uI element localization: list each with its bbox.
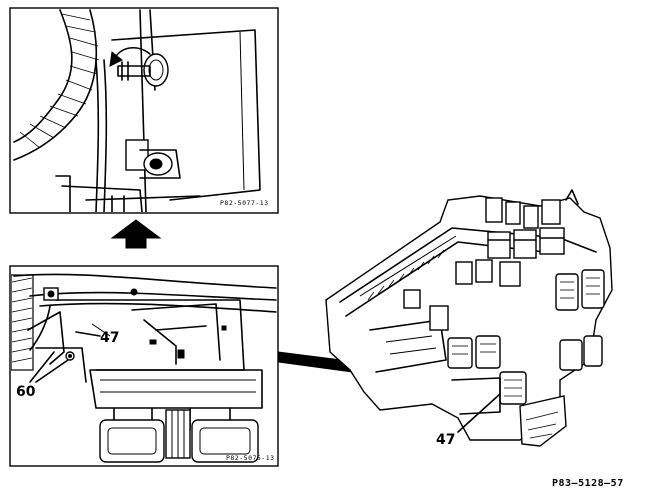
lower-mount bbox=[125, 139, 181, 179]
bottom-vents bbox=[99, 409, 259, 463]
bottom-plug bbox=[519, 395, 567, 447]
callout-47-main: 47 bbox=[436, 432, 455, 448]
bolt bbox=[109, 47, 169, 87]
bottom-inset: 47 60 P82-5075-13 bbox=[9, 265, 279, 467]
top-inset: P82-5077-13 bbox=[9, 7, 279, 214]
fuse-relay-box bbox=[325, 189, 613, 447]
figure-ref: P83–5128–57 bbox=[552, 478, 624, 489]
top-relays bbox=[455, 189, 579, 287]
bottom-inset-ref: P82-5075-13 bbox=[226, 454, 275, 462]
wall-hatched bbox=[11, 274, 34, 371]
callout-47-inset: 47 bbox=[100, 330, 119, 346]
up-arrow bbox=[110, 219, 162, 249]
hose-hatched bbox=[13, 9, 100, 161]
top-inset-ref: P82-5077-13 bbox=[220, 199, 269, 207]
side-connectors bbox=[447, 269, 605, 405]
callout-60: 60 bbox=[16, 384, 36, 400]
